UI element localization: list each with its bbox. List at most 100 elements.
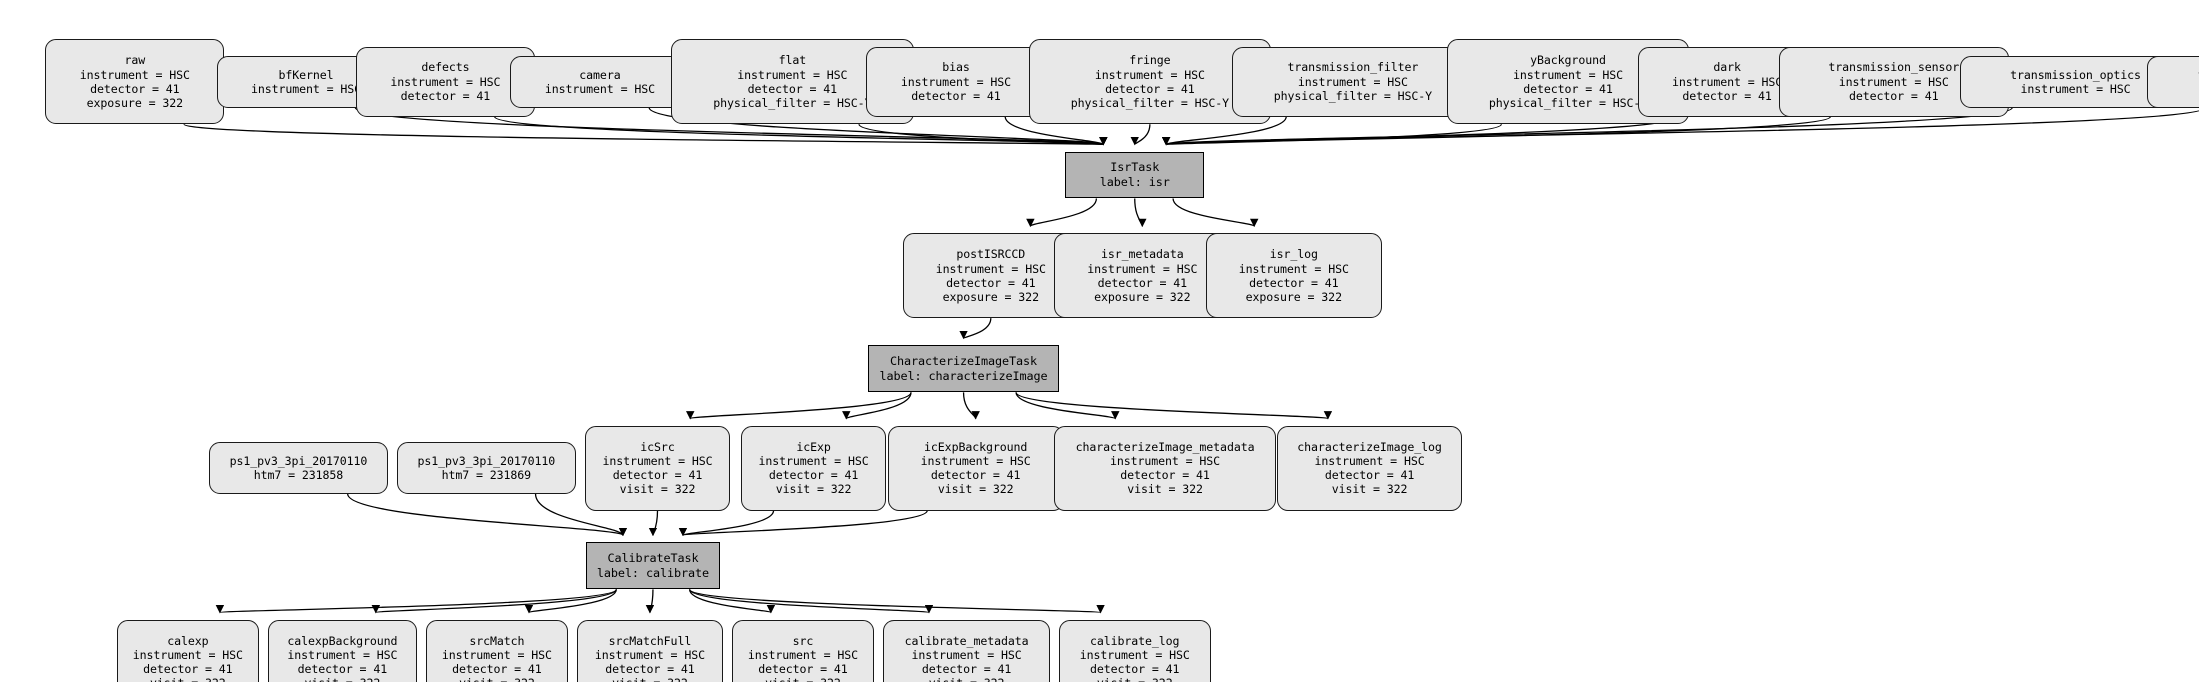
node-title: transmission_atmosphere — [2198, 68, 2199, 82]
node-title: bias — [942, 60, 970, 75]
edge-CalibrateTask-to-calibrate_log — [688, 588, 1104, 614]
node-dimension: htm7 = 231869 — [441, 468, 532, 483]
node-title: IsrTask — [1110, 159, 1160, 174]
node-title: isr_metadata — [1101, 247, 1184, 262]
node-title: transmission_sensor — [1828, 60, 1960, 75]
edge-CharacterizeImageTask-to-characterizeImage_log — [1015, 391, 1332, 420]
edge-CharacterizeImageTask-to-characterizeImage_metadata — [1015, 392, 1120, 420]
node-dimension: detector = 41 — [758, 662, 848, 677]
node-dimension: label: calibrate — [596, 565, 709, 580]
node-title: icExpBackground — [924, 439, 1028, 454]
node-title: icExp — [796, 439, 831, 454]
node-dimension: instrument = HSC — [1838, 74, 1949, 89]
node-dimension: exposure = 322 — [1245, 289, 1342, 304]
node-title: calexp — [167, 633, 209, 648]
node-dimension: detector = 41 — [1097, 275, 1188, 290]
node-dimension: detector = 41 — [297, 662, 388, 677]
node-dimension: visit = 322 — [305, 676, 381, 682]
edge-CharacterizeImageTask-to-icExp — [842, 392, 912, 420]
node-dimension: instrument = HSC — [737, 67, 848, 82]
node-title: dark — [1713, 60, 1741, 75]
edge-IsrTask-to-isr_metadata — [1134, 198, 1147, 228]
node-title: transmission_filter — [1287, 60, 1419, 75]
node-dimension: instrument = HSC — [602, 453, 713, 468]
node-dimension: label: characterizeImage — [879, 368, 1048, 383]
node-dimension: instrument = HSC — [1512, 67, 1624, 82]
edge-CharacterizeImageTask-to-icSrc — [686, 391, 912, 420]
edge-CalibrateTask-to-calexpBackground — [372, 588, 617, 614]
edge-fringe-to-IsrTask — [1130, 124, 1151, 146]
node-dimension: exposure = 322 — [942, 289, 1039, 304]
node-dimension: detector = 41 — [747, 81, 838, 96]
edge-CalibrateTask-to-calibrate_metadata — [688, 588, 933, 614]
node-dimension: visit = 322 — [765, 676, 841, 682]
dataset-node-transmission_atmosphere[interactable]: transmission_atmosphereinstrument = HSC — [2146, 56, 2199, 108]
node-title: transmission_optics — [2010, 67, 2141, 82]
node-dimension: detector = 41 — [452, 662, 542, 677]
node-title: ps1_pv3_3pi_20170110 — [417, 453, 556, 468]
node-dimension: instrument = HSC — [747, 647, 858, 662]
node-title: ps1_pv3_3pi_20170110 — [229, 453, 368, 468]
node-title: fringe — [1129, 53, 1171, 68]
node-dimension: instrument = HSC — [900, 74, 1011, 89]
node-dimension: instrument = HSC — [1079, 647, 1190, 662]
node-dimension: detector = 41 — [612, 468, 703, 483]
node-title: icSrc — [640, 439, 675, 454]
node-dimension: detector = 41 — [946, 275, 1036, 290]
node-dimension: physical_filter = HSC-Y — [1070, 95, 1229, 110]
node-dimension: instrument = HSC — [1109, 453, 1221, 468]
node-dimension: instrument = HSC — [920, 453, 1031, 468]
edge-IsrTask-to-postISRCCD — [1026, 198, 1098, 228]
node-dimension: detector = 41 — [768, 468, 859, 483]
node-dimension: instrument = HSC — [1094, 67, 1205, 82]
node-dimension: instrument = HSC — [1314, 453, 1425, 468]
node-title: characterizeImage_log — [1297, 439, 1442, 454]
node-dimension: htm7 = 231858 — [253, 468, 344, 483]
node-dimension: detector = 41 — [1849, 88, 1939, 103]
node-dimension: instrument = HSC — [594, 647, 705, 662]
node-dimension: instrument = HSC — [441, 647, 552, 662]
node-dimension: exposure = 322 — [86, 95, 183, 110]
node-dimension: detector = 41 — [1682, 88, 1772, 103]
edge-ps1_a-to-CalibrateTask — [347, 493, 627, 537]
node-dimension: visit = 322 — [612, 676, 688, 682]
node-dimension: detector = 41 — [143, 662, 233, 677]
edge-icExp-to-CalibrateTask — [678, 510, 775, 537]
node-dimension: instrument = HSC — [132, 647, 243, 662]
node-dimension: physical_filter = HSC-Y — [713, 95, 872, 110]
node-title: calexpBackground — [287, 633, 398, 648]
node-dimension: visit = 322 — [1331, 482, 1408, 497]
node-dimension: detector = 41 — [930, 468, 1021, 483]
node-dimension: instrument = HSC — [1297, 74, 1408, 89]
node-title: calibrate_log — [1090, 633, 1180, 648]
node-dimension: detector = 41 — [911, 88, 1001, 103]
node-dimension: instrument = HSC — [1672, 74, 1783, 89]
